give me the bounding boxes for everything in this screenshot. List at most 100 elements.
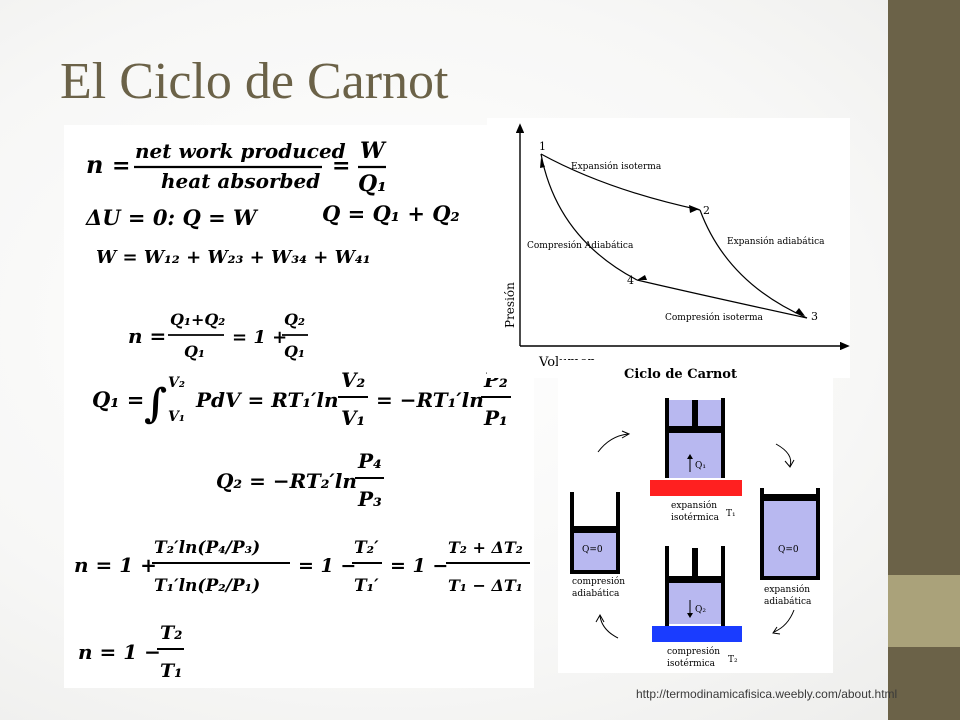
- f5-lhs: n =: [128, 324, 166, 348]
- top-piston: [669, 426, 721, 433]
- pv-diagram: 1 2 3 4 Expansión isoterma Expansión adi…: [487, 118, 850, 378]
- arrow-1-2: [689, 205, 699, 213]
- f7-num: P₄: [357, 449, 382, 473]
- bottom-gas: [667, 582, 723, 624]
- point-2: 2: [703, 204, 710, 217]
- arrow-2-3: [795, 308, 805, 316]
- f6-integral: ∫: [144, 380, 167, 427]
- f8-den1: T₁′ln(P₂/P₁): [154, 576, 260, 596]
- f9-num: T₂: [160, 622, 182, 644]
- curve-4-1: [540, 153, 638, 281]
- f8-mid2: = 1 −: [390, 555, 448, 577]
- carnot-cycle-diagram: Ciclo de Carnot Q₁ expansión isotérmica …: [558, 360, 833, 673]
- f1-eq: =: [112, 153, 130, 179]
- cycle-arrow-bottom-right: [773, 609, 795, 633]
- f3-heat-sum: Q = Q₁ + Q₂: [322, 201, 460, 226]
- label-adiabatic-expansion: Expansión adiabática: [727, 236, 825, 247]
- bottom-piston-rod: [692, 548, 698, 576]
- top-heat-label: Q₁: [695, 461, 706, 471]
- point-3: 3: [811, 310, 818, 323]
- f8-num3: T₂ + ΔT₂: [448, 538, 523, 557]
- curve-2-3: [699, 209, 808, 319]
- f6-den1: V₁: [341, 406, 365, 430]
- f1-numerator: net work produced: [135, 139, 346, 163]
- f4-work-sum: W = W₁₂ + W₂₃ + W₃₄ + W₄₁: [96, 247, 371, 268]
- top-label-2: isotérmica: [671, 512, 720, 523]
- f8-num2: T₂′: [354, 538, 379, 558]
- f1-rhs-denominator: Q₁: [358, 171, 387, 197]
- bottom-piston: [669, 576, 721, 583]
- bottom-cylinder-walls: [665, 546, 725, 626]
- f6-lhs: Q₁ =: [92, 387, 144, 412]
- point-1: 1: [539, 140, 546, 153]
- bottom-heat-label: Q₂: [695, 605, 706, 615]
- f7-lhs: Q₂ = −RT₂′ln: [216, 469, 357, 493]
- f9-den: T₁: [160, 660, 182, 682]
- sidebar-accent-top: [888, 0, 960, 575]
- carnot-cycle-svg: Ciclo de Carnot Q₁ expansión isotérmica …: [570, 367, 820, 669]
- f5-den2: Q₁: [284, 342, 305, 361]
- right-gas: [762, 498, 818, 576]
- f1-eq2: =: [332, 153, 350, 179]
- left-gas: [572, 532, 618, 570]
- f7-den: P₃: [357, 487, 382, 511]
- f6-body: PdV = RT₁′ln: [195, 388, 339, 412]
- curve-3-4: [636, 279, 808, 319]
- curve-1-2: [540, 153, 701, 211]
- f6-lower-limit: V₁: [168, 409, 185, 425]
- label-isothermal-expansion: Expansión isoterma: [571, 161, 662, 172]
- f8-den2: T₁′: [354, 576, 379, 596]
- top-temp-label: T₁: [726, 509, 736, 519]
- left-label-2: adiabática: [572, 588, 620, 599]
- arrow-4-1: [540, 158, 545, 168]
- formula-panel: n = net work produced heat absorbed = W …: [64, 125, 534, 688]
- f8-mid1: = 1 −: [298, 555, 356, 577]
- left-piston: [574, 526, 616, 533]
- label-isothermal-compression: Compresión isoterma: [665, 312, 763, 323]
- arrow-3-4: [637, 275, 647, 280]
- f1-denominator: heat absorbed: [161, 169, 320, 193]
- cycle-arrow-bottom-left: [599, 615, 619, 639]
- left-cylinder-walls: [570, 492, 620, 574]
- f5-num2: Q₂: [284, 310, 305, 329]
- pv-diagram-svg: 1 2 3 4 Expansión isoterma Expansión adi…: [503, 123, 850, 370]
- f6-upper-limit: V₂: [168, 375, 185, 391]
- right-piston: [764, 494, 816, 501]
- f1-rhs-numerator: W: [360, 138, 387, 164]
- right-label-2: adiabática: [764, 596, 812, 607]
- bottom-temp-label: T₂: [728, 655, 738, 665]
- right-cylinder-walls: [760, 488, 820, 580]
- cold-reservoir: [652, 626, 742, 642]
- bottom-label-1: compresión: [667, 646, 720, 657]
- point-4: 4: [627, 274, 634, 287]
- right-heat-label: Q=0: [778, 545, 799, 555]
- hot-reservoir: [650, 480, 742, 496]
- f8-num1: T₂′ln(P₄/P₃): [154, 538, 260, 558]
- left-heat-label: Q=0: [582, 545, 603, 555]
- formula-svg: n = net work produced heat absorbed = W …: [74, 138, 530, 682]
- cycle-arrow-top-left: [597, 433, 629, 453]
- bottom-label-2: isotérmica: [667, 658, 716, 669]
- f6-den2: P₁: [483, 406, 508, 430]
- top-label-1: expansión: [671, 500, 717, 511]
- f2-first-law: ΔU = 0: Q = W: [85, 205, 259, 230]
- f6-mid: = −RT₁′ln: [376, 388, 484, 412]
- source-url: http://termodinamicafisica.weebly.com/ab…: [636, 687, 898, 701]
- left-label-1: compresión: [572, 576, 625, 587]
- pressure-axis-label: Presión: [503, 282, 517, 328]
- top-cylinder-walls: [665, 398, 725, 478]
- right-label-1: expansión: [764, 584, 810, 595]
- f5-mid: = 1 +: [232, 327, 287, 348]
- f8-lhs: n = 1 +: [74, 553, 157, 577]
- sidebar-accent-middle: [888, 575, 960, 647]
- f9-lhs: n = 1 −: [78, 640, 161, 664]
- f8-den3: T₁ − ΔT₁: [448, 576, 523, 595]
- f1-lhs: n: [86, 150, 103, 179]
- top-piston-rod: [692, 400, 698, 426]
- cycle-title: Ciclo de Carnot: [624, 367, 737, 382]
- slide-title: El Ciclo de Carnot: [60, 53, 449, 110]
- sidebar-accent-bottom: [888, 647, 960, 720]
- f5-num1: Q₁+Q₂: [170, 310, 225, 329]
- label-adiabatic-compression: Compresión Adiabática: [527, 240, 634, 251]
- cycle-arrow-top-right: [775, 443, 792, 467]
